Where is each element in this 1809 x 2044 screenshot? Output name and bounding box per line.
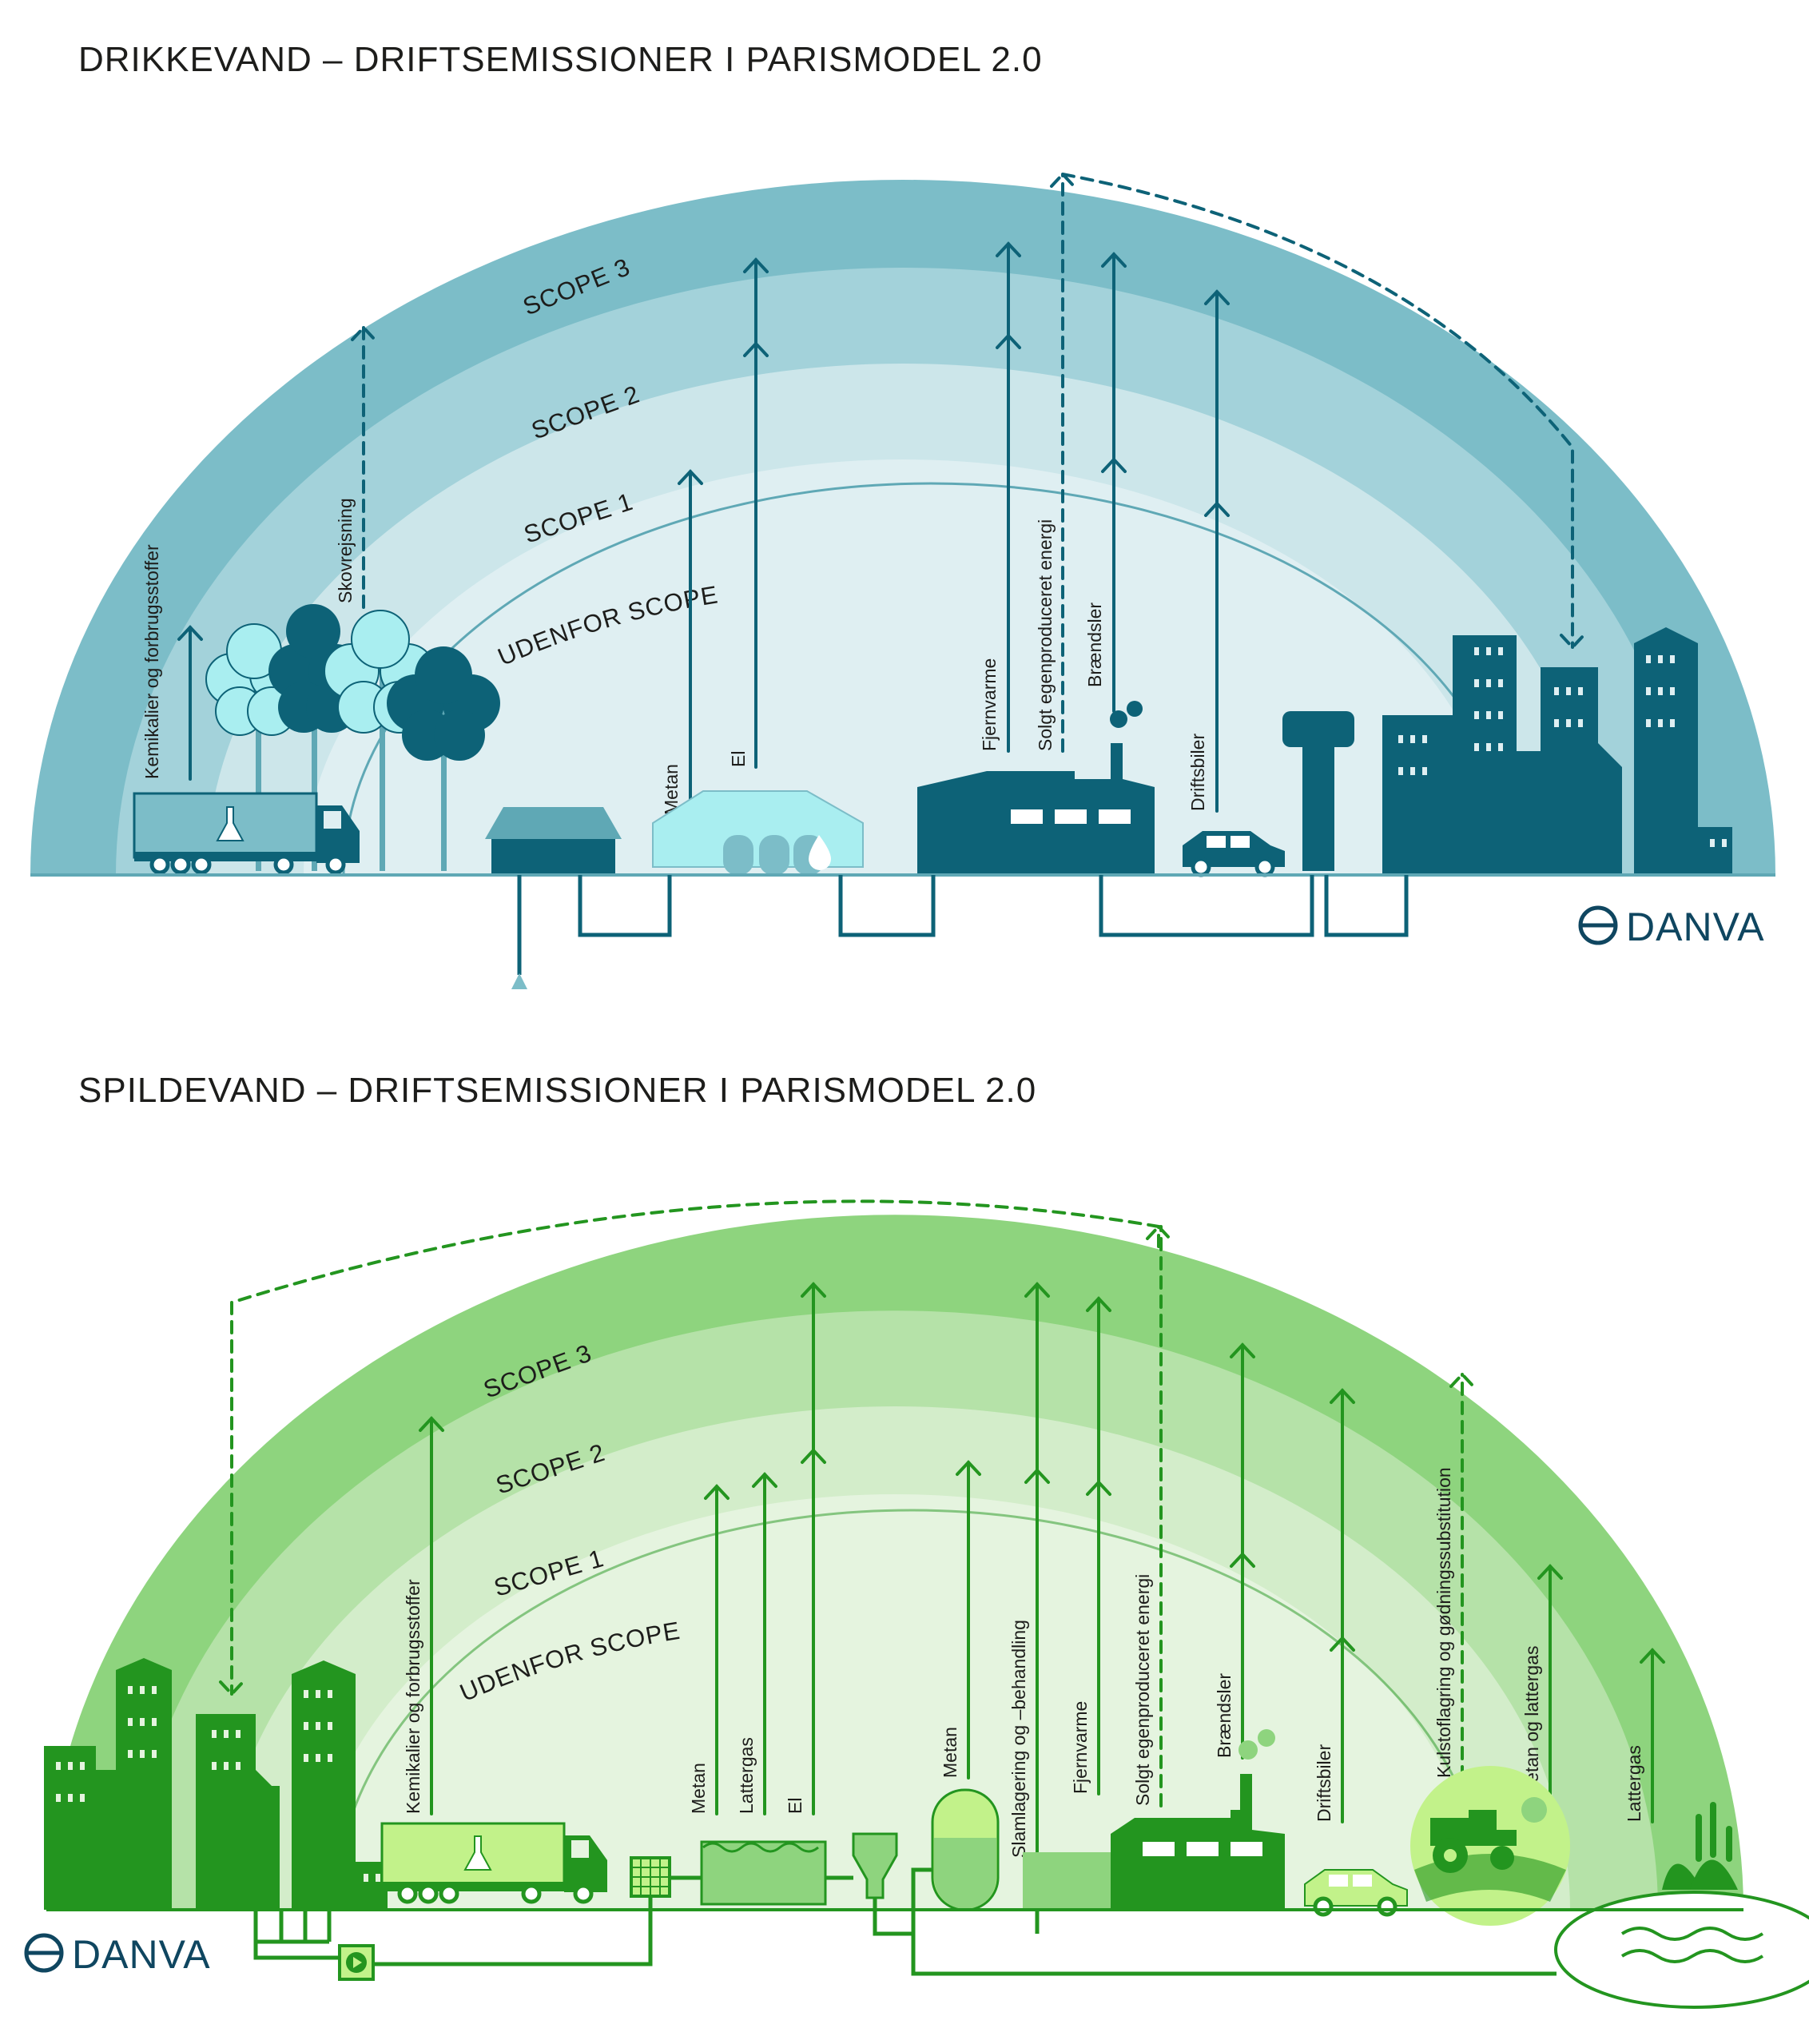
arrow-methane-nitrous xyxy=(1537,1564,1563,1799)
drinking-water-diagram: UDENFOR SCOPE SCOPE 3 SCOPE 2 SCOPE 1 Ke… xyxy=(30,172,1775,989)
arrow-nitrous-1 xyxy=(752,1472,777,1815)
settling-tank xyxy=(852,1832,898,1899)
logo-text: DANVA xyxy=(1626,905,1765,949)
arrow-chemicals xyxy=(177,625,203,781)
label-electricity: El xyxy=(728,751,749,767)
water-drop-icon xyxy=(809,835,831,870)
label-carbon: Kulstoflagring og gødningssubstitution xyxy=(1433,1467,1454,1778)
arrow-vehicles xyxy=(1204,289,1230,813)
band-scope-1 xyxy=(304,459,1502,875)
screen-icon xyxy=(630,1856,671,1898)
danva-logo: DANVA xyxy=(1578,905,1765,949)
label-afforestation: Skovrejsning xyxy=(335,498,356,603)
arrow-fuels xyxy=(1230,1342,1255,1760)
label-sold-energy: Solgt egenproduceret energi xyxy=(1035,519,1056,751)
label-nitrous-2: Lattergas xyxy=(1624,1745,1644,1822)
sun-icon xyxy=(1521,1797,1547,1823)
field-tractor xyxy=(1410,1766,1570,1926)
scope-1-boundary-line xyxy=(334,1509,1488,1911)
digester-tank xyxy=(931,1788,1000,1911)
factory xyxy=(917,701,1155,873)
arrow-electricity xyxy=(801,1282,826,1815)
water-pipes xyxy=(517,875,1409,975)
well-icon xyxy=(511,973,527,989)
label-fuels: Brændsler xyxy=(1084,602,1105,687)
label-electricity: El xyxy=(785,1798,805,1814)
label-nitrous-1: Lattergas xyxy=(736,1737,757,1814)
band-scope-1 xyxy=(312,1494,1478,1910)
arrow-district-heating xyxy=(1086,1296,1111,1795)
arrow-electricity xyxy=(743,257,769,769)
label-chemicals: Kemikalier og forbrugsstoffer xyxy=(403,1579,423,1814)
service-car xyxy=(1183,831,1285,877)
reeds xyxy=(1662,1802,1738,1890)
page-title-wastewater: SPILDEVAND – DRIFTSEMISSIONER I PARISMOD… xyxy=(78,1071,1037,1110)
arrow-methane-2 xyxy=(956,1460,981,1780)
arrow-district-heating xyxy=(996,241,1021,753)
arrow-sold-energy-dashed xyxy=(1050,172,1585,753)
chemicals-truck xyxy=(380,1822,607,1904)
pump-icon xyxy=(338,1944,375,1981)
sewer-pipes xyxy=(253,1867,1557,1976)
label-methane-1: Metan xyxy=(688,1763,709,1814)
logo-text: DANVA xyxy=(72,1932,211,1977)
label-vehicles: Driftsbiler xyxy=(1187,734,1208,811)
label-sold-energy: Solgt egenproduceret energi xyxy=(1132,1574,1153,1806)
arrow-outside-scope-dashed xyxy=(219,1199,1171,1696)
label-vehicles: Driftsbiler xyxy=(1314,1744,1334,1822)
city-skyline xyxy=(44,1658,388,1910)
arrow-nitrous-2 xyxy=(1640,1648,1665,1823)
arrow-fuels xyxy=(1101,252,1127,713)
arrow-chemicals xyxy=(419,1416,444,1815)
label-fuels: Brændsler xyxy=(1214,1673,1234,1758)
label-district-heating: Fjernvarme xyxy=(979,658,1000,751)
biogas-plant xyxy=(652,790,864,875)
wastewater-diagram: UDENFOR SCOPE SCOPE 3 SCOPE 2 SCOPE 1 Ke… xyxy=(24,1199,1809,2009)
recipient-lake xyxy=(1554,1891,1809,2009)
arrow-carbon-dashed xyxy=(1449,1372,1475,1780)
label-district-heating: Fjernvarme xyxy=(1070,1701,1091,1794)
label-chemicals: Kemikalier og forbrugsstoffer xyxy=(141,544,162,779)
arrow-afforestation-dashed xyxy=(351,325,376,609)
arrow-methane xyxy=(678,469,703,817)
arrow-vehicles xyxy=(1330,1388,1355,1823)
arrow-methane-1 xyxy=(704,1484,730,1815)
city-windows xyxy=(1398,647,1727,847)
waterworks-house xyxy=(485,807,622,875)
treatment-basin xyxy=(700,1840,827,1906)
arrow-sludge xyxy=(1024,1282,1050,1859)
flask-icon xyxy=(463,1835,492,1871)
danva-logo: DANVA xyxy=(24,1932,211,1977)
chemicals-truck xyxy=(133,792,360,875)
label-methane-2: Metan xyxy=(940,1727,960,1778)
factory xyxy=(1023,1729,1285,1910)
page-title-drinking-water: DRIKKEVAND – DRIFTSEMISSIONER I PARISMOD… xyxy=(78,40,1043,79)
flask-icon xyxy=(216,806,245,841)
city-windows xyxy=(56,1686,380,1882)
forest xyxy=(205,604,500,871)
city-skyline xyxy=(1382,627,1732,875)
label-methane-nitrous: Metan og lattergas xyxy=(1521,1645,1542,1798)
label-sludge: Slamlagering og –behandling xyxy=(1008,1620,1029,1858)
water-tower xyxy=(1282,711,1354,871)
